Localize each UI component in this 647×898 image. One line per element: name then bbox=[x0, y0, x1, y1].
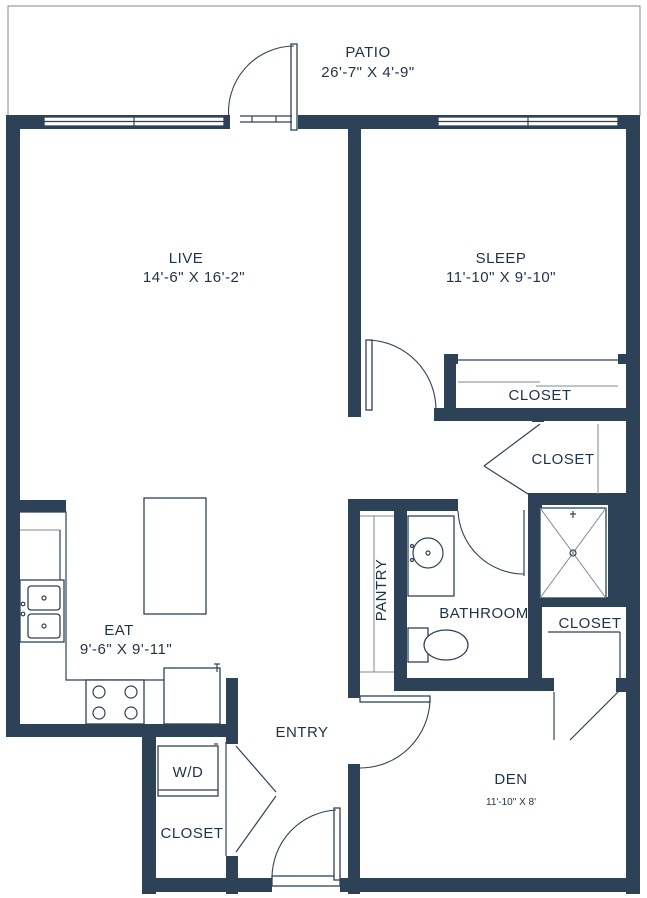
den-closet-door bbox=[548, 631, 621, 741]
den-door bbox=[359, 695, 431, 769]
pantry-shelving bbox=[353, 515, 394, 673]
patio-dims: 26'-7" X 4'-9" bbox=[321, 64, 414, 81]
live-dims: 14'-6" X 16'-2" bbox=[143, 269, 245, 286]
washer-dryer bbox=[157, 743, 219, 797]
bathroom-name: BATHROOM bbox=[439, 605, 529, 622]
eat-dims: 9'-6" X 9'-11" bbox=[80, 641, 172, 658]
patio-door bbox=[227, 43, 298, 131]
interior-walls bbox=[226, 115, 640, 894]
pantry-name: PANTRY bbox=[373, 559, 390, 621]
kitchen bbox=[19, 497, 221, 725]
entry-closet-doors bbox=[225, 742, 277, 856]
sleep-closet-doors bbox=[458, 359, 618, 387]
kitchen-island bbox=[143, 497, 207, 615]
windows bbox=[43, 116, 619, 127]
den-closet-name: CLOSET bbox=[558, 615, 621, 632]
eat-name: EAT bbox=[104, 622, 134, 639]
hall-closet-door bbox=[483, 423, 599, 495]
refrigerator bbox=[163, 667, 221, 725]
toilet-bowl bbox=[423, 629, 469, 661]
exterior-walls bbox=[6, 115, 640, 894]
sleep-closet-name: CLOSET bbox=[508, 387, 571, 404]
sleep-name: SLEEP bbox=[476, 250, 527, 267]
shower bbox=[539, 507, 607, 599]
sleep-dims: 11'-10" X 9'-10" bbox=[446, 269, 556, 286]
entry-closet-name: CLOSET bbox=[160, 825, 223, 842]
patio-name: PATIO bbox=[345, 44, 390, 61]
den-name: DEN bbox=[494, 771, 527, 788]
bathroom-fixtures bbox=[407, 510, 525, 663]
sleep-door bbox=[365, 339, 437, 411]
hall-closet-name: CLOSET bbox=[531, 451, 594, 468]
front-door bbox=[271, 807, 341, 887]
room-labels: PATIO 26'-7" X 4'-9" LIVE 14'-6" X 16'-2… bbox=[80, 44, 621, 842]
den-dims: 11'-10" X 8' bbox=[486, 797, 536, 808]
vanity bbox=[407, 515, 455, 597]
live-name: LIVE bbox=[169, 250, 204, 267]
entry-name: ENTRY bbox=[275, 724, 328, 741]
wd-name: W/D bbox=[173, 764, 204, 781]
patio-outline bbox=[7, 5, 641, 116]
